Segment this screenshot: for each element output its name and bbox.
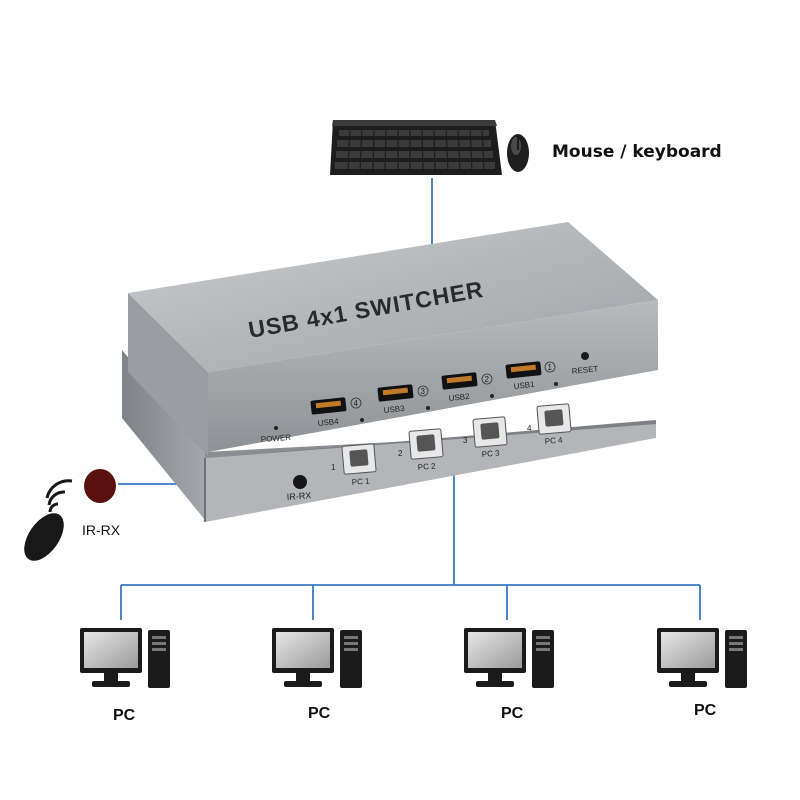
pc-port-2 — [408, 428, 444, 460]
indicator-leds — [360, 382, 558, 422]
pc-port-number: 2 — [398, 449, 403, 458]
pc-port-3 — [472, 416, 508, 448]
peripheral-label: Mouse / keyboard — [552, 142, 722, 162]
reset-label: RESET — [571, 364, 599, 376]
usb-port-number: 2 — [485, 375, 490, 384]
usb-port-2 — [441, 372, 478, 390]
pc-port-label: PC 4 — [544, 435, 563, 446]
usb-port-label: USB3 — [383, 404, 405, 415]
ir-jack — [293, 475, 307, 489]
pc-icon — [464, 628, 554, 688]
usb-port-number: 3 — [421, 387, 426, 396]
pc-port-number: 1 — [331, 463, 336, 472]
usb-port-1 — [505, 361, 542, 379]
usb-port-numbers: 4 3 2 1 — [350, 361, 556, 409]
pc-icon — [272, 628, 362, 688]
ir-jack-label: IR-RX — [286, 490, 311, 502]
reset-button — [581, 352, 589, 360]
usb-port-4 — [310, 397, 347, 415]
usb-port-3 — [377, 384, 414, 402]
usb-port-label: USB1 — [513, 380, 535, 391]
mouse-icon — [507, 134, 529, 172]
usb-port-label: USB4 — [317, 417, 339, 428]
pc-port-1 — [341, 443, 377, 475]
usb-port-label: USB2 — [448, 392, 470, 403]
pc-label: PC — [501, 705, 524, 722]
pc-label: PC — [113, 707, 136, 724]
pc-icon — [657, 628, 747, 688]
pc-label: PC — [308, 705, 331, 722]
ir-receiver-label: IR-RX — [82, 522, 121, 538]
pc-port-label: PC 1 — [351, 476, 370, 487]
pc-port-number: 4 — [527, 424, 532, 433]
pc-label: PC — [694, 702, 717, 719]
ir-receiver-icon — [84, 469, 116, 503]
power-led — [274, 426, 278, 430]
pc-port-number: 3 — [463, 436, 468, 445]
pc-port-4 — [536, 403, 572, 435]
pc-port-label: PC 2 — [417, 461, 436, 472]
usb-port-number: 1 — [548, 363, 553, 372]
pc-port-label: PC 3 — [481, 448, 500, 459]
remote-control-icon — [24, 479, 73, 561]
pc-icon — [80, 628, 170, 688]
keyboard-icon — [330, 120, 502, 175]
power-label: POWER — [261, 433, 292, 444]
usb-port-number: 4 — [354, 399, 359, 408]
